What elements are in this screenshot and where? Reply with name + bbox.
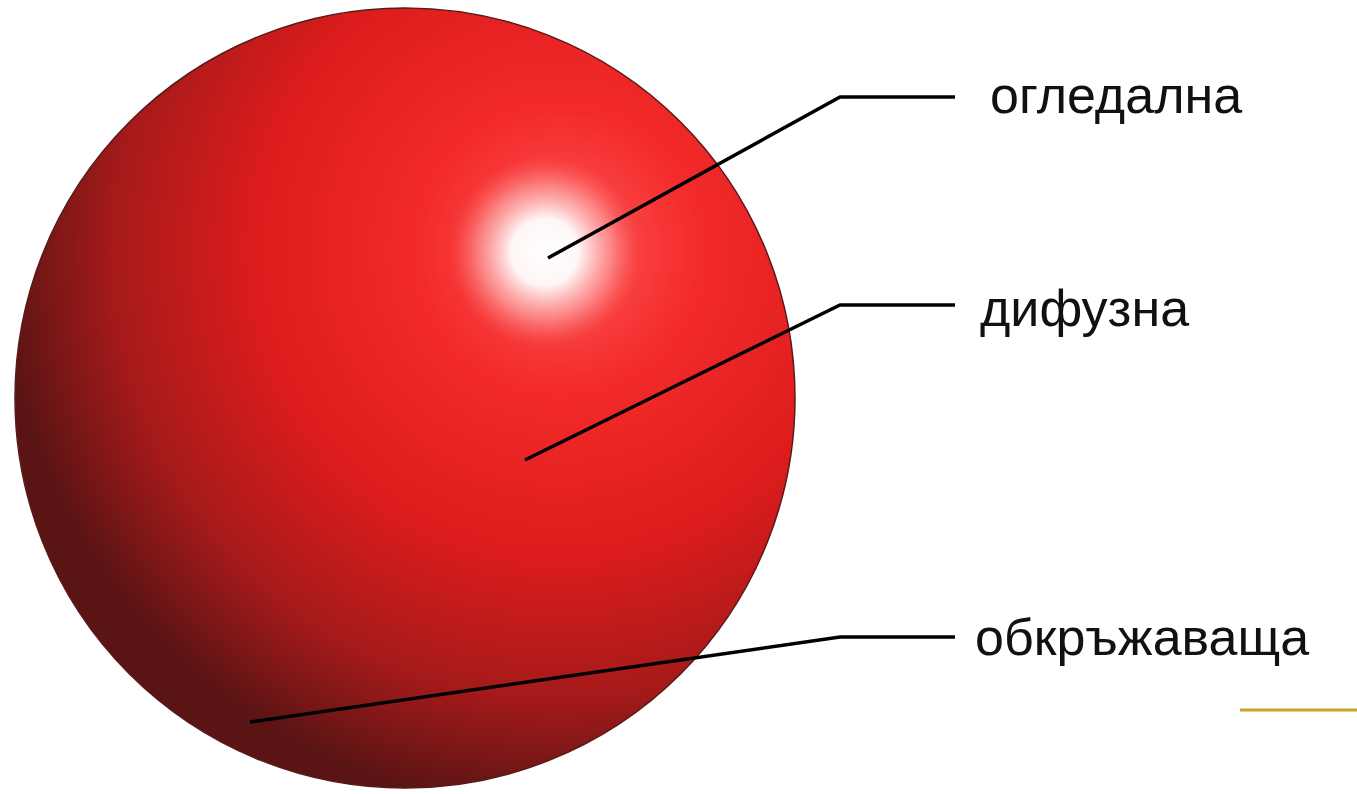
leader-line (250, 637, 955, 722)
component-label: обкръжаваща (975, 611, 1309, 663)
specular-highlight (450, 157, 640, 347)
sphere (15, 8, 795, 788)
leader-line (548, 97, 955, 258)
component-label: огледална (990, 69, 1242, 121)
component-label: дифузна (980, 282, 1189, 334)
leader-line (525, 305, 955, 460)
accent-line (1240, 709, 1357, 712)
